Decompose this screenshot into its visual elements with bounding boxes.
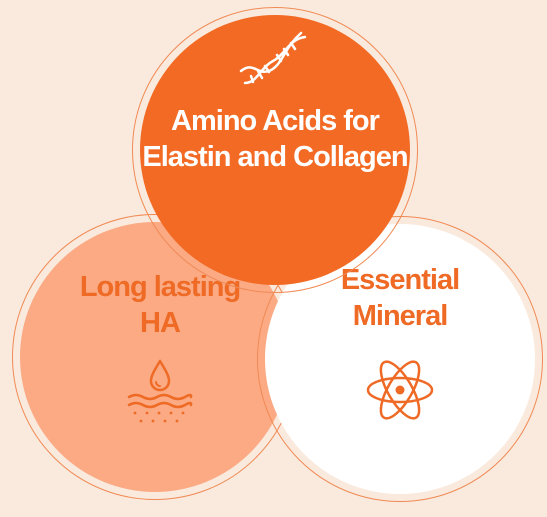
essential-mineral-circle: Essential Mineral — [265, 224, 535, 494]
atom-icon — [366, 360, 434, 420]
dna-icon — [239, 31, 307, 85]
amino-acids-circle: Amino Acids for Elastin and Collagen — [140, 15, 410, 285]
amino-acids-label: Amino Acids for Elastin and Collagen — [142, 105, 408, 174]
long-lasting-ha-label: Long lasting HA — [79, 270, 241, 339]
essential-mineral-label: Essential Mineral — [340, 263, 460, 332]
water-drop-skin-icon — [127, 360, 193, 423]
